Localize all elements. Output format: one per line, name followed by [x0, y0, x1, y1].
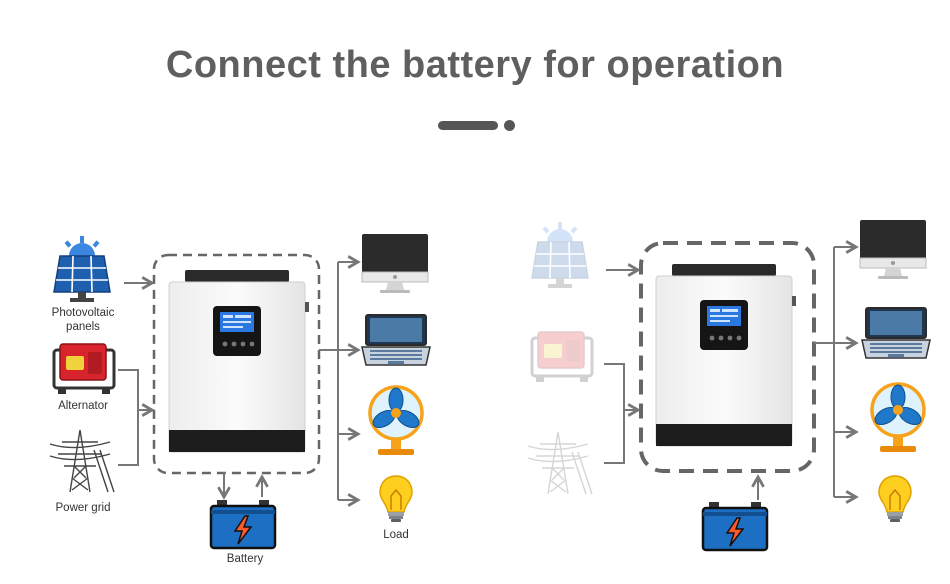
- laptop-icon: [861, 307, 931, 359]
- alternator-label: Alternator: [58, 400, 108, 412]
- generator-icon: [530, 330, 594, 384]
- light-bulb-icon: [379, 475, 413, 523]
- inverter-dashed-outline: [639, 241, 816, 473]
- generator-icon: [52, 342, 116, 396]
- battery-icon: [209, 498, 277, 550]
- inactive-sources: [527, 221, 594, 495]
- fan-icon: [870, 382, 926, 454]
- solar-panel-icon: [531, 221, 589, 289]
- alt-grid-bracket: [118, 369, 139, 466]
- laptop-icon: [361, 314, 431, 366]
- right-diagram: [527, 219, 931, 552]
- inverter-dashed-outline: [152, 253, 321, 475]
- solar-panel-icon: [53, 235, 111, 303]
- monitor-icon: [361, 233, 429, 294]
- light-bulb-icon: [878, 475, 912, 523]
- monitor-icon: [859, 219, 927, 280]
- battery-label: Battery: [226, 553, 264, 565]
- load-label: Load: [383, 529, 409, 541]
- fan-icon: [368, 385, 424, 457]
- inverter-icon: [168, 269, 310, 453]
- page-title: Connect the battery for operation: [165, 44, 785, 86]
- power-tower-icon: [527, 431, 593, 495]
- inverter-icon: [655, 263, 797, 447]
- grid-label: Power grid: [55, 502, 111, 514]
- battery-icon: [701, 500, 769, 552]
- left-diagram: [49, 233, 431, 550]
- power-tower-icon: [49, 429, 115, 493]
- pv-label: Photovoltaic panels: [51, 307, 115, 333]
- title-divider: [438, 120, 518, 132]
